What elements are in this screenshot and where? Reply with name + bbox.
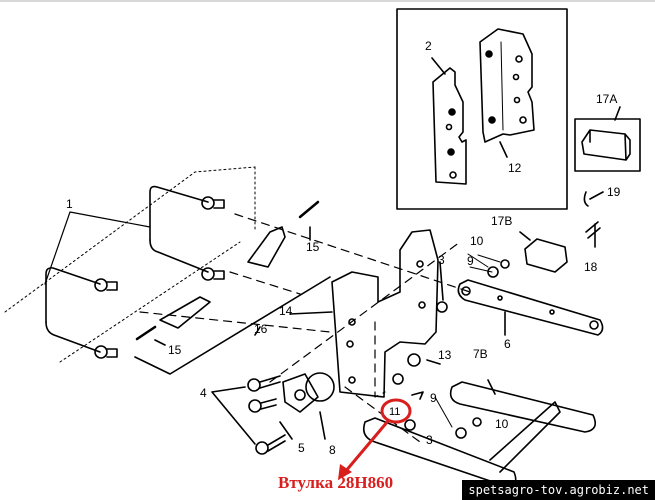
- part-18-bolt: [585, 221, 601, 239]
- callout-10-upper: 10: [470, 234, 484, 248]
- part-8-plate: [282, 373, 319, 413]
- part-13-nut: [407, 353, 421, 367]
- part-9-washer-lower: [455, 427, 467, 439]
- watermark: spetsagro-tov.agrobiz.net: [462, 480, 655, 500]
- part-17a-clamp: [581, 129, 631, 161]
- part-3-spacer-upper: [436, 301, 448, 313]
- callout-11: 11: [389, 406, 400, 418]
- part-12-bracket: [479, 28, 535, 143]
- callout-3-lower: 3: [426, 433, 433, 447]
- part-11-bushing: [392, 373, 404, 385]
- u-bolt-nuts: [94, 196, 225, 359]
- callout-4: 4: [200, 386, 207, 400]
- callout-14: 14: [279, 304, 293, 318]
- callout-5: 5: [298, 441, 305, 455]
- callout-15-upper: 15: [306, 240, 320, 254]
- part-17b-clamp: [524, 238, 568, 273]
- highlight-part-11: [338, 398, 412, 480]
- callout-8: 8: [329, 443, 336, 457]
- callout-1: 1: [66, 197, 73, 211]
- callout-2: 2: [425, 39, 432, 53]
- part-19-pin: [583, 191, 589, 207]
- clamp-lower: [159, 296, 211, 329]
- callout-3-upper: 3: [438, 253, 445, 267]
- part-17a-frame: [574, 118, 641, 172]
- callout-13: 13: [438, 348, 452, 362]
- part-14-bracket: [331, 229, 439, 398]
- callout-9-upper: 9: [467, 254, 474, 268]
- part-8-sprocket: [305, 372, 335, 402]
- part-10-nut-lower: [472, 417, 482, 427]
- callout-7b: 7B: [473, 347, 488, 361]
- part-10-nut: [500, 259, 510, 269]
- callout-15-lower: 15: [168, 343, 182, 357]
- callout-9-lower: 9: [430, 391, 437, 405]
- part-2-bracket: [432, 67, 467, 185]
- part-3-spacer-lower: [404, 419, 416, 431]
- annotation-bushing: Втулка 28H860: [278, 473, 393, 492]
- callout-10-lower: 10: [495, 417, 509, 431]
- part-7b-link-upper: [449, 381, 596, 433]
- callout-17a: 17A: [596, 92, 617, 106]
- u-bolt-upper: [149, 185, 209, 241]
- part-4-5-bolts: [247, 375, 286, 455]
- callout-16: 16: [254, 322, 268, 336]
- clamp-upper: [247, 226, 286, 268]
- inset-frame: [396, 8, 568, 210]
- callout-labels: 1 2 3 3 4 5 6 7B 8 9 9 10 10 11 12 13 14…: [66, 39, 621, 457]
- part-9-washer: [487, 266, 499, 278]
- part-6-link: [457, 279, 604, 336]
- callout-12: 12: [508, 161, 522, 175]
- callout-6: 6: [504, 337, 511, 351]
- callout-18: 18: [584, 260, 598, 274]
- callout-17b: 17B: [491, 214, 512, 228]
- callout-19: 19: [607, 185, 621, 199]
